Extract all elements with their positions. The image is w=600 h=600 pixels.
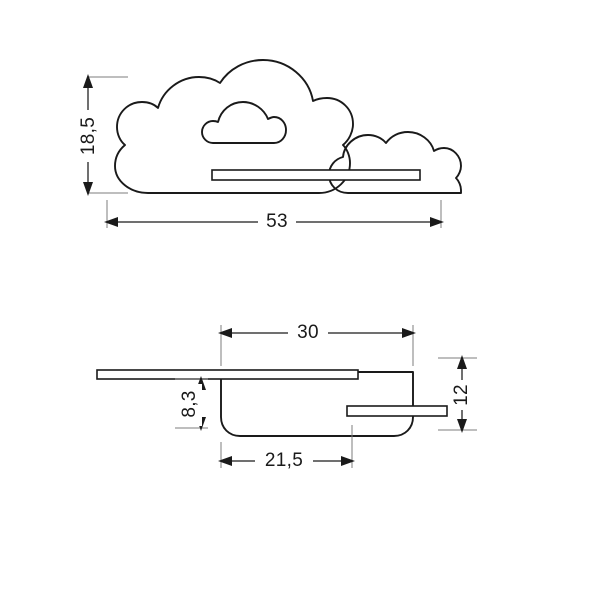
arrow-up-icon [83,74,93,88]
dimension-label-front-width: 53 [266,211,288,232]
large-cloud-outline [114,59,354,194]
side-view: 30 8,3 21,5 [96,320,477,474]
dimension-label-side-height: 12 [451,384,472,406]
dimension-side-bottom-depth: 21,5 [218,425,355,474]
dimension-label-side-shelf-gap: 8,3 [179,390,200,417]
dimension-front-width: 53 [104,200,444,235]
dimension-front-height: 18,5 [78,74,128,196]
front-shelf-bar [211,169,421,181]
dimension-label-side-top-depth: 30 [297,322,319,343]
lower-shelf-bar [346,405,448,417]
arrow-down-icon [83,182,93,196]
arrow-right-icon [430,217,444,227]
small-cloud-outline [328,131,462,194]
dimension-label-front-height: 18,5 [78,117,99,155]
upper-shelf-bar [96,369,359,380]
arrow-left-icon [104,217,118,227]
inner-cloud-detail [201,101,287,144]
dimension-side-height: 12 [438,355,477,433]
arrow-down-icon [457,419,467,433]
arrow-left-icon [218,456,232,466]
dimension-side-top-depth: 30 [218,320,416,366]
arrow-right-icon [402,328,416,338]
front-view: 18,5 53 [78,59,462,235]
dimension-side-shelf-gap: 8,3 [175,376,208,431]
dimension-label-side-bottom-depth: 21,5 [265,450,303,471]
arrow-right-icon [341,456,355,466]
arrow-left-icon [218,328,232,338]
side-body-outline [220,371,414,437]
arrow-up-icon [457,355,467,369]
